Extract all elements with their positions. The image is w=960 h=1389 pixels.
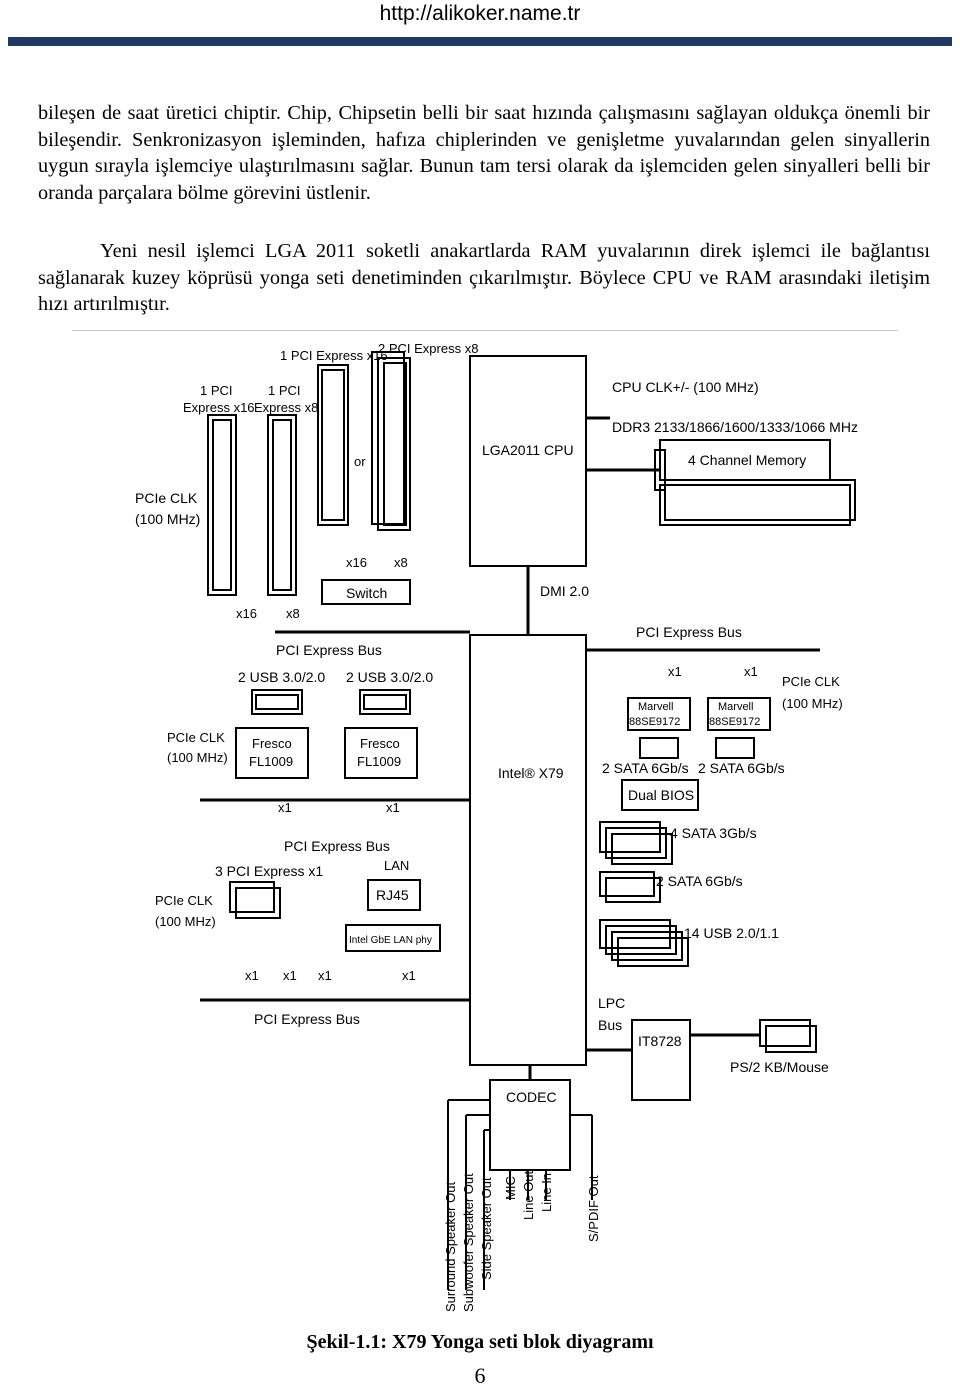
lan-label: LAN [384, 858, 409, 873]
audio-out-3: MIC [503, 1176, 518, 1200]
pcie-clk-1-l1: PCIe CLK [135, 490, 198, 506]
header-rule [8, 37, 952, 46]
lan-phy-label: Intel GbE LAN phy [349, 935, 432, 946]
sata6-chip: 2 SATA 6Gb/s [656, 873, 743, 889]
page-number: 6 [474, 1363, 486, 1388]
cpu-clk-label: CPU CLK+/- (100 MHz) [612, 379, 759, 395]
marvell2-l2: 88SE9172 [709, 716, 760, 728]
dual-bios-box [621, 779, 699, 811]
paragraph-2: Yeni nesil işlemci LGA 2011 soketli anak… [38, 240, 930, 315]
x8-switch: x8 [394, 555, 408, 570]
lpc-l2: Bus [598, 1017, 622, 1033]
x1-pci-b: x1 [283, 968, 297, 983]
fresco1-l1: Fresco [252, 736, 292, 751]
x16-switch: x16 [346, 555, 367, 570]
marvell2-l1: Marvell [718, 701, 753, 713]
audio-out-2: Side Speaker Out [479, 1177, 494, 1280]
fresco1-l2: FL1009 [249, 754, 293, 769]
pcie-clk-4-l1: PCIe CLK [155, 893, 213, 908]
fresco-2-box [344, 727, 418, 779]
usb30-1: 2 USB 3.0/2.0 [238, 669, 325, 685]
it8728-box [631, 1019, 691, 1101]
left-pci1-l2: Express x16 [183, 400, 255, 415]
x1-pci-a: x1 [245, 968, 259, 983]
fresco2-l2: FL1009 [357, 754, 401, 769]
sata6-2: 2 SATA 6Gb/s [698, 760, 785, 776]
fresco-1-box [235, 727, 309, 779]
it8728-label: IT8728 [638, 1033, 682, 1049]
left-pcie-x16-slot [207, 414, 237, 596]
dmi-label: DMI 2.0 [540, 583, 589, 599]
or-label: or [354, 454, 366, 469]
rj45-box [367, 879, 421, 911]
left-pci1-l1: 1 PCI [200, 383, 233, 398]
pcie-clk-3-l2: (100 MHz) [782, 696, 843, 711]
audio-out-1: Subwoofer Speaker Out [461, 1173, 476, 1312]
usb30-2: 2 USB 3.0/2.0 [346, 669, 433, 685]
marvell1-l1: Marvell [638, 701, 673, 713]
pci-x8-label: 2 PCI Express x8 [378, 341, 478, 356]
pcie-clk-4-l2: (100 MHz) [155, 914, 216, 929]
rj45-label: RJ45 [376, 887, 409, 903]
pci-bus-right: PCI Express Bus [636, 624, 742, 640]
pci-x16-label: 1 PCI Express x16 [280, 348, 388, 363]
cpu-label: LGA2011 CPU [482, 442, 574, 458]
left-pci2-l1: 1 PCI [268, 383, 301, 398]
audio-out-5: Line In [539, 1173, 554, 1212]
x8-left: x8 [286, 606, 300, 621]
marvell1-l2: 88SE9172 [629, 716, 680, 728]
ps2-label: PS/2 KB/Mouse [730, 1059, 829, 1075]
marvell-1-box [627, 697, 691, 731]
x16-left: x16 [236, 606, 257, 621]
codec-label: CODEC [506, 1089, 557, 1105]
sata3-label: 4 SATA 3Gb/s [670, 825, 757, 841]
pcie-clk-2-l2: (100 MHz) [167, 750, 228, 765]
pci-x1-3-label: 3 PCI Express x1 [215, 863, 323, 879]
fresco2-l1: Fresco [360, 736, 400, 751]
chipset-label: Intel® X79 [498, 765, 564, 781]
dual-bios-label: Dual BIOS [628, 787, 694, 803]
audio-out-4: Line Out [521, 1170, 536, 1220]
paragraph-1: bileşen de saat üretici chiptir. Chip, C… [38, 102, 930, 204]
x1-fresco1: x1 [278, 800, 292, 815]
x1-lan: x1 [402, 968, 416, 983]
pci-bus-1: PCI Express Bus [276, 642, 382, 658]
figure-caption: Şekil-1.1: X79 Yonga seti blok diyagramı [306, 1331, 654, 1353]
pci-bus-2: PCI Express Bus [284, 838, 390, 854]
ddr3-label: DDR3 2133/1866/1600/1333/1066 MHz [612, 419, 858, 435]
pcie-clk-2-l1: PCIe CLK [167, 730, 225, 745]
marvell-2-box [707, 697, 771, 731]
left-pcie-x8-slot [267, 414, 297, 596]
switch-label: Switch [346, 585, 387, 601]
pcie-clk-1-l2: (100 MHz) [135, 511, 200, 527]
x1-pci-c: x1 [318, 968, 332, 983]
switch-box [321, 579, 411, 605]
x1-marvell2: x1 [744, 664, 758, 679]
lpc-l1: LPC [598, 995, 625, 1011]
left-pci2-l2: Express x8 [254, 400, 318, 415]
chipset-box [469, 634, 587, 1066]
lan-phy-box [345, 924, 441, 952]
usb20-label: 14 USB 2.0/1.1 [684, 925, 779, 941]
pci-bus-3: PCI Express Bus [254, 1011, 360, 1027]
cpu-box [469, 355, 587, 567]
pcie-x8-slot-top [377, 357, 411, 531]
memory-label: 4 Channel Memory [688, 452, 806, 468]
audio-out-0: Surround Speaker Out [443, 1182, 458, 1312]
x1-marvell1: x1 [668, 664, 682, 679]
pcie-clk-3-l1: PCIe CLK [782, 674, 840, 689]
audio-out-6: S/PDIF Out [586, 1175, 601, 1242]
pcie-x16-slot-top [317, 364, 349, 526]
x1-fresco2: x1 [386, 800, 400, 815]
sata6-1: 2 SATA 6Gb/s [602, 760, 689, 776]
header-url[interactable]: http://alikoker.name.tr [379, 2, 581, 25]
figure-top-rule [72, 330, 898, 331]
